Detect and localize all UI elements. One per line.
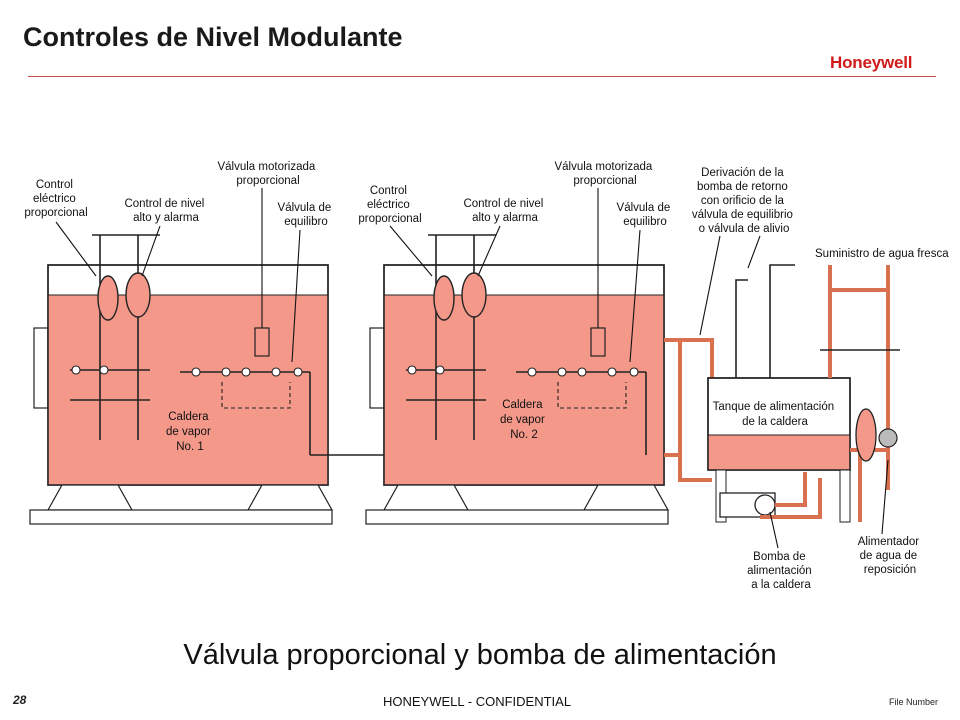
return-piping xyxy=(664,338,714,482)
water-boiler-2 xyxy=(384,295,664,485)
label-control-electrico-2: Control eléctrico proporcional xyxy=(358,185,421,225)
label-valvula-motorizada-2: Válvula motorizada proporcional xyxy=(554,161,655,187)
label-valvula-motorizada-1: Válvula motorizada proporcional xyxy=(217,161,318,187)
label-valvula-equilibro-1: Válvula de equilibro xyxy=(278,202,335,228)
label-control-electrico-1: Control eléctrico proporcional xyxy=(24,179,87,219)
confidential-label: HONEYWELL - CONFIDENTIAL xyxy=(383,694,572,709)
label-bomba: Bomba de alimentación a la caldera xyxy=(747,551,815,591)
label-caldera-1: Caldera de vapor No. 1 xyxy=(166,411,214,453)
water-boiler-1 xyxy=(48,295,328,485)
page-number: 28 xyxy=(13,693,27,707)
boiler-diagram: Control eléctrico proporcional Control d… xyxy=(24,161,949,591)
title-divider xyxy=(28,76,936,77)
makeup-feeder-chamber xyxy=(855,408,877,462)
label-alimentador: Alimentador de agua de reposición xyxy=(858,536,923,576)
slide-caption: Válvula proporcional y bomba de alimenta… xyxy=(183,639,777,671)
label-valvula-equilibro-2: Válvula de equilibro xyxy=(617,202,674,228)
file-number: File Number xyxy=(889,697,939,707)
feed-pump xyxy=(719,472,822,519)
slide-title: Controles de Nivel Modulante xyxy=(23,22,403,52)
leader-lines xyxy=(55,188,889,549)
label-caldera-2: Caldera de vapor No. 2 xyxy=(500,399,548,441)
label-suministro: Suministro de agua fresca xyxy=(815,248,949,260)
honeywell-logo: Honeywell xyxy=(830,53,913,72)
label-control-nivel-2: Control de nivel alto y alarma xyxy=(463,198,546,224)
label-control-nivel-1: Control de nivel alto y alarma xyxy=(124,198,207,224)
boiler-1 xyxy=(29,234,655,525)
label-derivacion: Derivación de la bomba de retorno con or… xyxy=(692,167,796,235)
label-tanque: Tanque de alimentación de la caldera xyxy=(713,401,838,428)
boiler-2 xyxy=(365,234,670,525)
